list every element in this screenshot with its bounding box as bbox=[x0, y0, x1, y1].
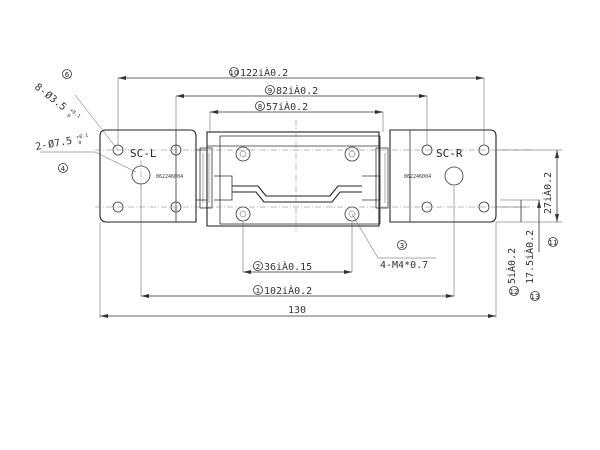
dim-5: 5iÀ0.2 bbox=[505, 248, 518, 284]
fuse-body bbox=[199, 131, 389, 227]
callout-6: 6 bbox=[65, 71, 70, 79]
callout-4: 4 bbox=[61, 165, 66, 173]
callout-2: 2 bbox=[256, 263, 260, 271]
dim-27: 27iÀ0.2 bbox=[541, 172, 554, 214]
dim-m4-thread: 4-M4*0.7 bbox=[380, 260, 428, 271]
dim-36: 36iÀ0.15 bbox=[264, 260, 312, 273]
hole-dia-3-5: Ø3.5 bbox=[42, 89, 68, 113]
dim-102: 102iÀ0.2 bbox=[264, 284, 312, 297]
dim-130-overall: 130 bbox=[288, 305, 306, 316]
dim-17-5: 17.5iÀ0.2 bbox=[523, 230, 536, 284]
callout-3: 3 bbox=[400, 242, 404, 250]
dim-57: 57iÀ0.2 bbox=[266, 100, 308, 113]
callout-9: 9 bbox=[268, 87, 272, 95]
callout-13: 13 bbox=[531, 293, 540, 301]
center-lines bbox=[95, 120, 535, 232]
dim-82: 82iÀ0.2 bbox=[276, 84, 318, 97]
left-terminal-tab: SC-L 062246004 bbox=[99, 129, 207, 223]
callout-markers: 10 9 8 2 1 3 6 4 11 12 13 bbox=[58, 67, 558, 301]
callout-11: 11 bbox=[549, 239, 558, 247]
dim-122: 122iÀ0.2 bbox=[240, 66, 288, 79]
dimension-text: 122iÀ0.2 82iÀ0.2 57iÀ0.2 36iÀ0.15 4-M4*0… bbox=[32, 66, 554, 316]
dimension-lines bbox=[40, 76, 562, 318]
left-tab-label: SC-L bbox=[130, 147, 157, 160]
hole-tol-lower: 0 bbox=[65, 113, 71, 120]
callout-1: 1 bbox=[256, 287, 260, 295]
left-part-number: 062246004 bbox=[156, 174, 183, 180]
hole-tol-upper-2: +0.1 bbox=[76, 133, 89, 141]
callout-8: 8 bbox=[258, 103, 262, 111]
right-part-number: 062246004 bbox=[404, 174, 431, 180]
hole-tol-lower-2: 0 bbox=[78, 140, 82, 146]
hole-dia-7-5: Ø7.5 bbox=[47, 135, 73, 151]
hole-count-2: 2- bbox=[35, 140, 49, 153]
callout-10: 10 bbox=[230, 69, 239, 77]
right-terminal-tab: SC-R 062246004 bbox=[389, 129, 497, 223]
right-tab-label: SC-R bbox=[436, 147, 463, 160]
callout-12: 12 bbox=[510, 288, 519, 296]
